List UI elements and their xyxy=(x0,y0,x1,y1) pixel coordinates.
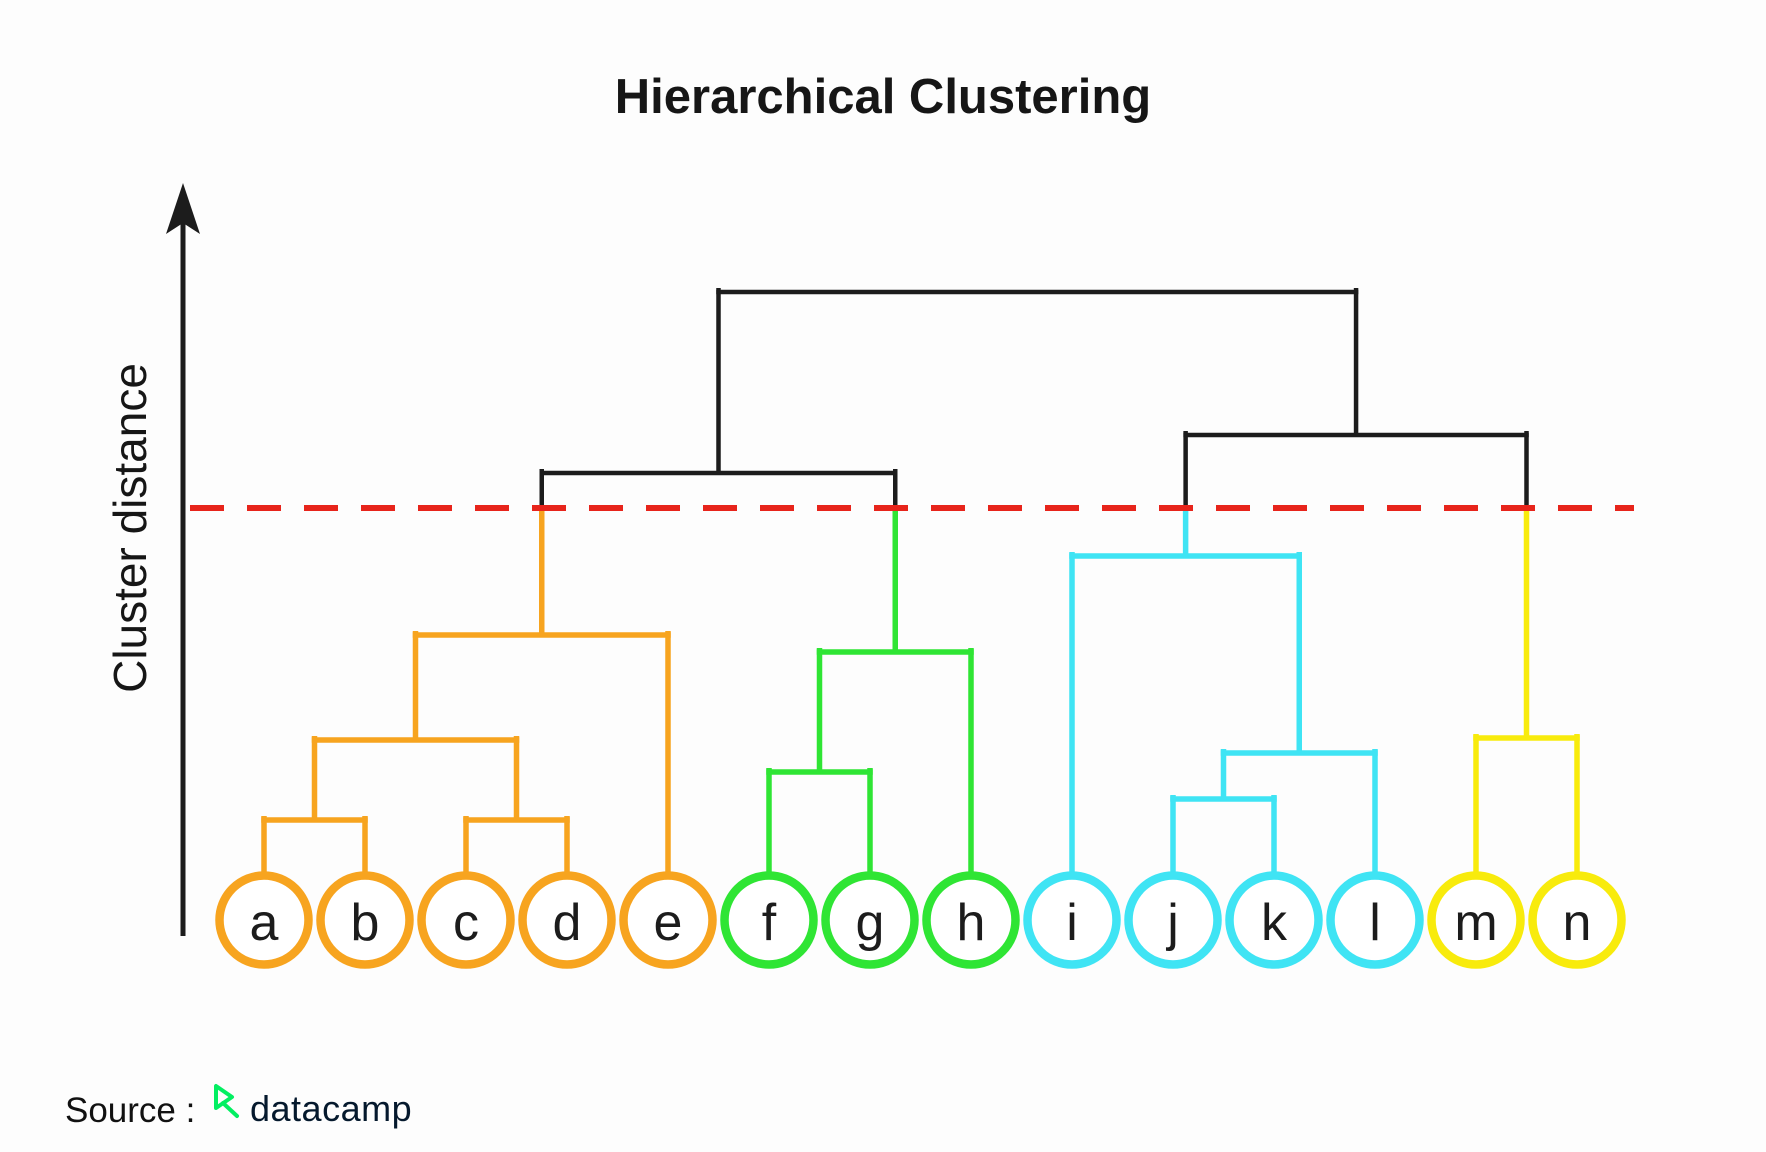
leaf-circle-j xyxy=(1124,871,1222,969)
leaf-label-m: m xyxy=(1454,894,1497,952)
leaf-circle-f xyxy=(720,871,818,969)
dendrogram: a b c d e f g h i j k l m n xyxy=(215,288,1626,969)
leaf-circle-i xyxy=(1023,871,1121,969)
leaf-label-f: f xyxy=(762,894,777,952)
datacamp-logo-icon xyxy=(214,1084,239,1118)
leaf-label-g: g xyxy=(856,894,885,952)
leaf-circle-g xyxy=(821,871,919,969)
leaf-circle-e xyxy=(619,871,717,969)
y-axis-arrow-icon xyxy=(166,183,200,234)
y-axis: Cluster distance xyxy=(104,183,200,936)
leaf-label-i: i xyxy=(1066,894,1078,952)
leaf-label-h: h xyxy=(957,894,986,952)
leaf-circle-k xyxy=(1225,871,1323,969)
source-row: Source : datacamp xyxy=(65,1084,412,1130)
leaf-label-b: b xyxy=(351,894,380,952)
leaf-circle-a xyxy=(215,871,313,969)
leaf-label-d: d xyxy=(553,894,582,952)
source-label: Source : xyxy=(65,1091,195,1130)
y-axis-label: Cluster distance xyxy=(104,363,156,693)
leaf-circle-m xyxy=(1427,871,1525,969)
leaf-circle-l xyxy=(1326,871,1424,969)
leaf-label-j: j xyxy=(1165,894,1179,952)
chart-title: Hierarchical Clustering xyxy=(615,70,1151,124)
leaf-label-e: e xyxy=(654,894,683,952)
leaf-circle-c xyxy=(417,871,515,969)
leaf-label-l: l xyxy=(1369,894,1381,952)
leaf-label-n: n xyxy=(1563,894,1592,952)
leaf-circle-n xyxy=(1528,871,1626,969)
leaf-circle-b xyxy=(316,871,414,969)
datacamp-wordmark: datacamp xyxy=(250,1088,412,1129)
leaf-circle-h xyxy=(922,871,1020,969)
leaf-label-a: a xyxy=(250,894,279,952)
leaf-label-c: c xyxy=(453,894,479,952)
leaf-circle-d xyxy=(518,871,616,969)
leaf-label-k: k xyxy=(1261,894,1288,952)
